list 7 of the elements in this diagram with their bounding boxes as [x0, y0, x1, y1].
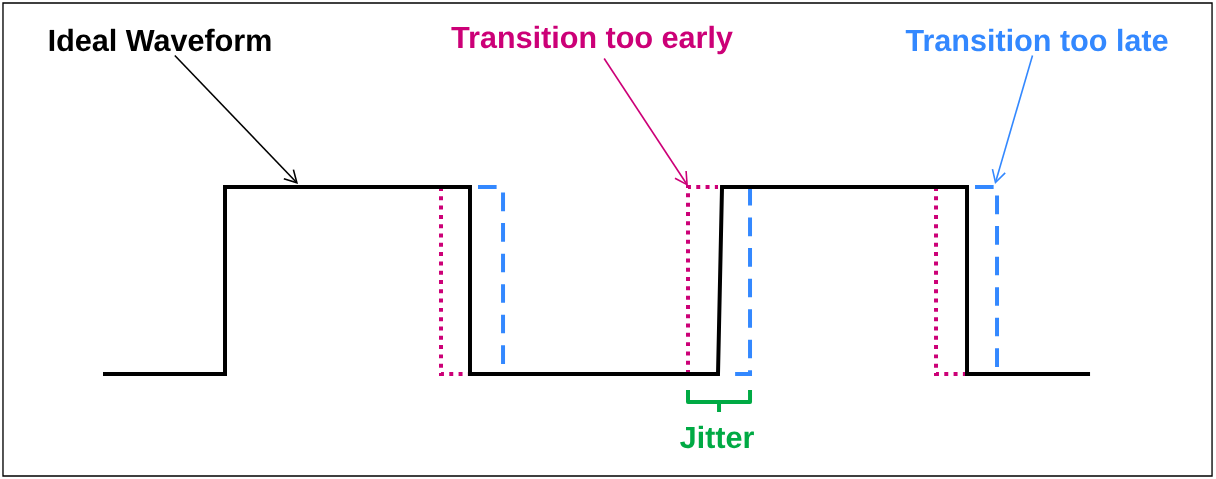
jitter-label: Jitter [680, 425, 754, 449]
leader-line [603, 57, 688, 186]
callout-label: Transition too late [905, 28, 1168, 52]
callout-label: Transition too early [451, 25, 733, 55]
callout-label: Ideal Waveform [49, 28, 271, 52]
leader-line [991, 54, 1034, 184]
leader-line [174, 54, 299, 184]
